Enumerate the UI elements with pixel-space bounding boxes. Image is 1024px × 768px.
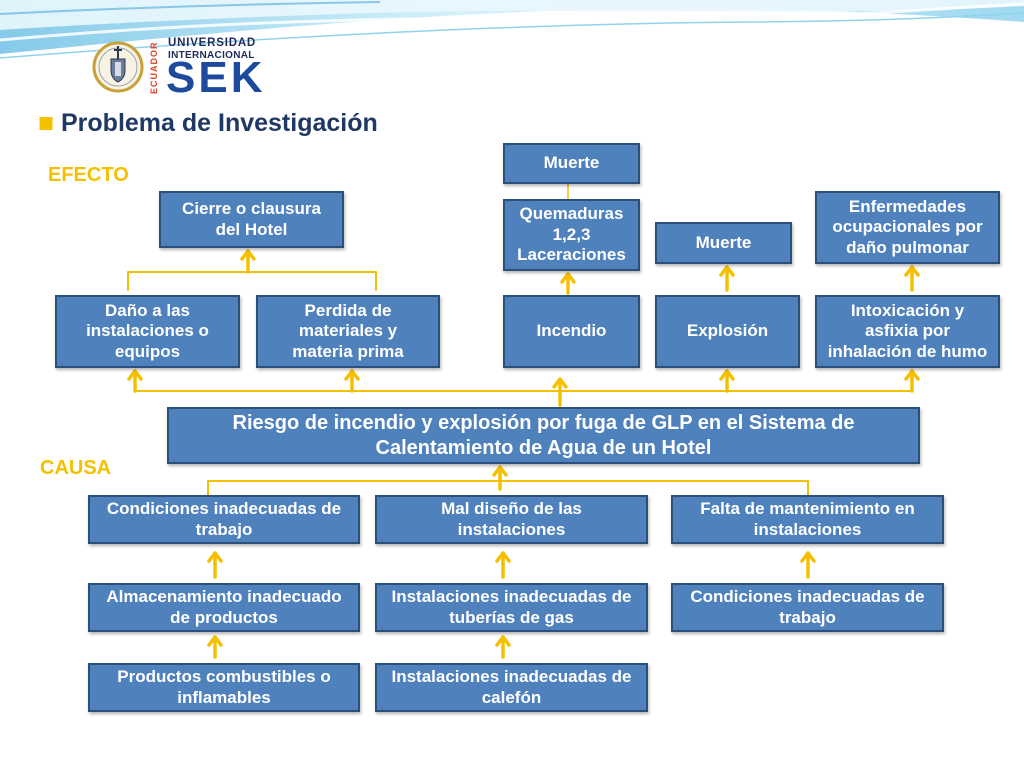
arrow-up-icon bbox=[207, 551, 223, 579]
arrow-up-icon bbox=[344, 369, 360, 393]
cause-box-calefon: Instalaciones inadecuadas de calefón bbox=[375, 663, 648, 712]
cause-box-mal-diseno: Mal diseño de las instalaciones bbox=[375, 495, 648, 544]
cause-box-almacenamiento: Almacenamiento inadecuado de productos bbox=[88, 583, 360, 632]
logo-brand-text: SEK bbox=[166, 53, 266, 102]
cause-box-productos-combustibles: Productos combustibles o inflamables bbox=[88, 663, 360, 712]
effect-box-muerte-explosion: Muerte bbox=[655, 222, 792, 264]
arrow-up-icon bbox=[800, 551, 816, 579]
cause-section-label: CAUSA bbox=[40, 457, 112, 479]
bracket-causes bbox=[207, 480, 809, 496]
header-wave-decoration bbox=[0, 0, 1024, 59]
wave-blue-line bbox=[0, 12, 1024, 59]
central-problem-box: Riesgo de incendio y explosión por fuga … bbox=[167, 407, 920, 464]
wave-white-line bbox=[0, 2, 1024, 42]
cause-box-falta-mantenimiento: Falta de mantenimiento en instalaciones bbox=[671, 495, 944, 544]
arrow-up-icon bbox=[495, 551, 511, 579]
cause-box-tuberias-gas: Instalaciones inadecuadas de tuberías de… bbox=[375, 583, 648, 632]
effect-box-explosion: Explosión bbox=[655, 295, 800, 368]
effect-box-quemaduras: Quemaduras 1,2,3 Laceraciones bbox=[503, 199, 640, 271]
arrow-up-icon bbox=[904, 369, 920, 393]
arrow-up-icon bbox=[492, 465, 508, 491]
arrow-up-icon bbox=[127, 369, 143, 393]
arrow-up-icon bbox=[719, 369, 735, 393]
effect-box-muerte-incendio: Muerte bbox=[503, 143, 640, 184]
arrow-up-icon bbox=[904, 265, 920, 292]
arrow-up-icon bbox=[207, 635, 223, 659]
effect-box-incendio: Incendio bbox=[503, 295, 640, 368]
effect-box-perdida: Perdida de materiales y materia prima bbox=[256, 295, 440, 368]
effect-box-cierre: Cierre o clausura del Hotel bbox=[159, 191, 344, 248]
wave-highlight-band bbox=[0, 0, 1024, 30]
wave-dark-line bbox=[0, 1, 381, 15]
cause-box-condiciones-trabajo-2: Condiciones inadecuadas de trabajo bbox=[671, 583, 944, 632]
arrow-up-icon bbox=[240, 249, 256, 274]
effect-box-enfermedades: Enfermedades ocupacionales por daño pulm… bbox=[815, 191, 1000, 264]
cause-box-condiciones-trabajo: Condiciones inadecuadas de trabajo bbox=[88, 495, 360, 544]
effect-box-intoxicacion: Intoxicación y asfixia por inhalación de… bbox=[815, 295, 1000, 368]
logo-line-university: UNIVERSIDAD bbox=[168, 37, 257, 49]
bracket-effects-left bbox=[127, 271, 377, 291]
arrow-up-icon bbox=[552, 377, 568, 407]
arrow-up-icon bbox=[560, 272, 576, 295]
effect-section-label: EFECTO bbox=[48, 164, 129, 186]
page-title: Problema de Investigación bbox=[61, 109, 378, 137]
crest-logo bbox=[92, 41, 144, 93]
logo-line-international: INTERNACIONAL bbox=[168, 50, 255, 61]
arrow-up-icon bbox=[719, 265, 735, 292]
arrow-up-icon bbox=[495, 635, 511, 659]
title-bullet: ■ bbox=[38, 113, 55, 133]
effect-box-danio: Daño a las instalaciones o equipos bbox=[55, 295, 240, 368]
